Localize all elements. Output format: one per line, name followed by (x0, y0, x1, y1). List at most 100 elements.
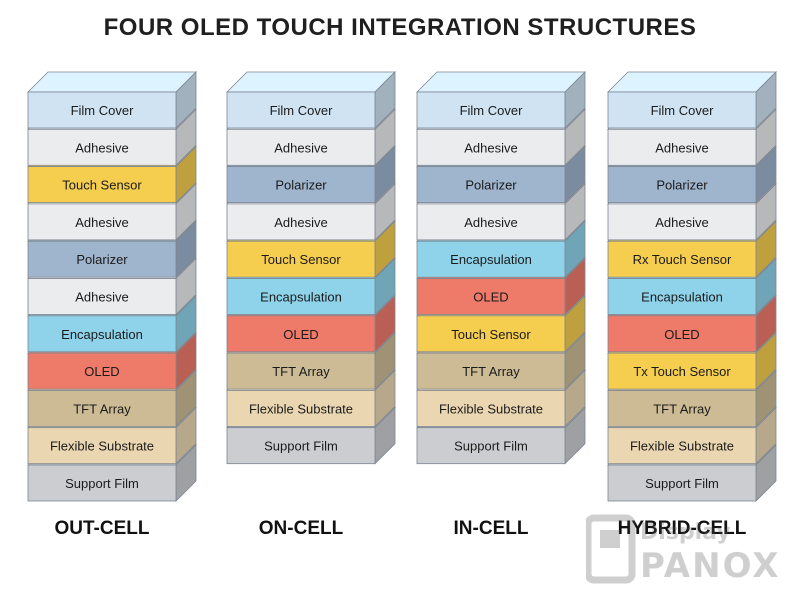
layer-label: Film Cover (270, 103, 334, 118)
layer-front-face (607, 389, 757, 427)
layer-front-face (27, 91, 177, 129)
layer-label: Adhesive (655, 140, 708, 155)
layer-label: Rx Touch Sensor (633, 252, 732, 267)
layer-label: Film Cover (460, 103, 524, 118)
layer-label: Polarizer (76, 252, 128, 267)
layer-label: Support Film (645, 476, 719, 491)
stack-label-on-cell: ON-CELL (258, 518, 344, 539)
layer-label: Flexible Substrate (50, 439, 154, 454)
layer-label: TFT Array (73, 401, 131, 416)
layer-front-face (226, 91, 376, 129)
stack-hybrid-cell: Support Film Flexible Substrate TFT Array T… (607, 71, 777, 502)
layer-front-face (416, 166, 566, 204)
layer-front-face (416, 203, 566, 241)
layer-front-face (416, 278, 566, 315)
layer-front-face (27, 352, 177, 390)
layer-label: TFT Array (462, 364, 520, 379)
layer-label: Flexible Substrate (439, 401, 543, 416)
layer-front-face (416, 240, 566, 278)
layer-label: Support Film (454, 439, 528, 454)
layer-label: OLED (283, 327, 318, 342)
layer-front-face (607, 203, 757, 241)
stack-in-cell: Support Film Flexible Substrate TFT Array T… (416, 71, 586, 465)
layer-front-face (607, 427, 757, 465)
layer-front-face (416, 91, 566, 129)
layer-label: TFT Array (653, 401, 711, 416)
layer-label: Support Film (264, 439, 338, 454)
layer-front-face (226, 427, 376, 465)
layer-front-face (226, 240, 376, 278)
layer-label: Flexible Substrate (249, 401, 353, 416)
layer-front-face (27, 464, 177, 502)
layer-front-face (607, 91, 757, 129)
layer-front-face (27, 240, 177, 278)
layer-front-face (27, 389, 177, 427)
page-title: FOUR OLED TOUCH INTEGRATION STRUCTURES (103, 14, 697, 41)
layer-label: Encapsulation (61, 327, 143, 342)
layer-label: OLED (664, 327, 699, 342)
layer-front-face (607, 464, 757, 502)
layer-front-face (416, 427, 566, 465)
layer-front-face (607, 166, 757, 204)
layer-label: Adhesive (655, 215, 708, 230)
layer-label: Film Cover (651, 103, 715, 118)
layer-front-face (416, 128, 566, 166)
layer-top-face (226, 71, 396, 93)
layer-label: Adhesive (464, 215, 517, 230)
layer-label: Encapsulation (641, 290, 723, 305)
layer-label: Adhesive (274, 140, 327, 155)
layer-film-cover: Film Cover (226, 71, 396, 129)
layer-front-face (226, 128, 376, 166)
layer-label: Touch Sensor (261, 252, 341, 267)
layer-front-face (416, 389, 566, 427)
layer-front-face (416, 315, 566, 353)
layer-label: Touch Sensor (451, 327, 531, 342)
layer-label: Adhesive (75, 290, 128, 305)
layer-front-face (27, 203, 177, 241)
layer-front-face (607, 240, 757, 278)
layer-label: Film Cover (71, 103, 135, 118)
layer-top-face (416, 71, 586, 93)
layer-film-cover: Film Cover (27, 71, 197, 129)
layer-front-face (27, 315, 177, 353)
layer-label: OLED (84, 364, 119, 379)
layer-front-face (226, 203, 376, 241)
layer-label: Adhesive (75, 215, 128, 230)
layer-label: Adhesive (464, 140, 517, 155)
stack-label-in-cell: IN-CELL (453, 518, 529, 539)
layer-label: Flexible Substrate (630, 439, 734, 454)
layer-front-face (27, 427, 177, 465)
layer-film-cover: Film Cover (416, 71, 586, 129)
layer-front-face (226, 278, 376, 315)
layer-front-face (226, 315, 376, 353)
layer-front-face (226, 352, 376, 390)
layer-top-face (27, 71, 197, 93)
layer-front-face (416, 352, 566, 390)
layer-front-face (607, 278, 757, 315)
layer-film-cover: Film Cover (607, 71, 777, 129)
layer-label: Support Film (65, 476, 139, 491)
stack-out-cell: Support Film Flexible Substrate TFT Array O… (27, 71, 197, 502)
layer-label: Encapsulation (450, 252, 532, 267)
stack-on-cell: Support Film Flexible Substrate TFT Array O… (226, 71, 396, 465)
layer-front-face (27, 278, 177, 315)
layer-label: Adhesive (75, 140, 128, 155)
layer-label: Touch Sensor (62, 178, 142, 193)
layer-front-face (607, 315, 757, 353)
layer-label: Encapsulation (260, 290, 342, 305)
layer-front-face (607, 352, 757, 390)
layer-front-face (27, 166, 177, 204)
layer-label: Polarizer (275, 178, 327, 193)
layer-front-face (226, 389, 376, 427)
layer-top-face (607, 71, 777, 93)
layer-label: Tx Touch Sensor (633, 364, 731, 379)
layer-label: TFT Array (272, 364, 330, 379)
layer-label: OLED (473, 290, 508, 305)
layer-front-face (226, 166, 376, 204)
layer-label: Adhesive (274, 215, 327, 230)
stack-label-out-cell: OUT-CELL (54, 518, 150, 539)
layer-label: Polarizer (656, 178, 708, 193)
layer-label: Polarizer (465, 178, 517, 193)
stack-label-hybrid-cell: HYBRID-CELL (617, 518, 747, 539)
